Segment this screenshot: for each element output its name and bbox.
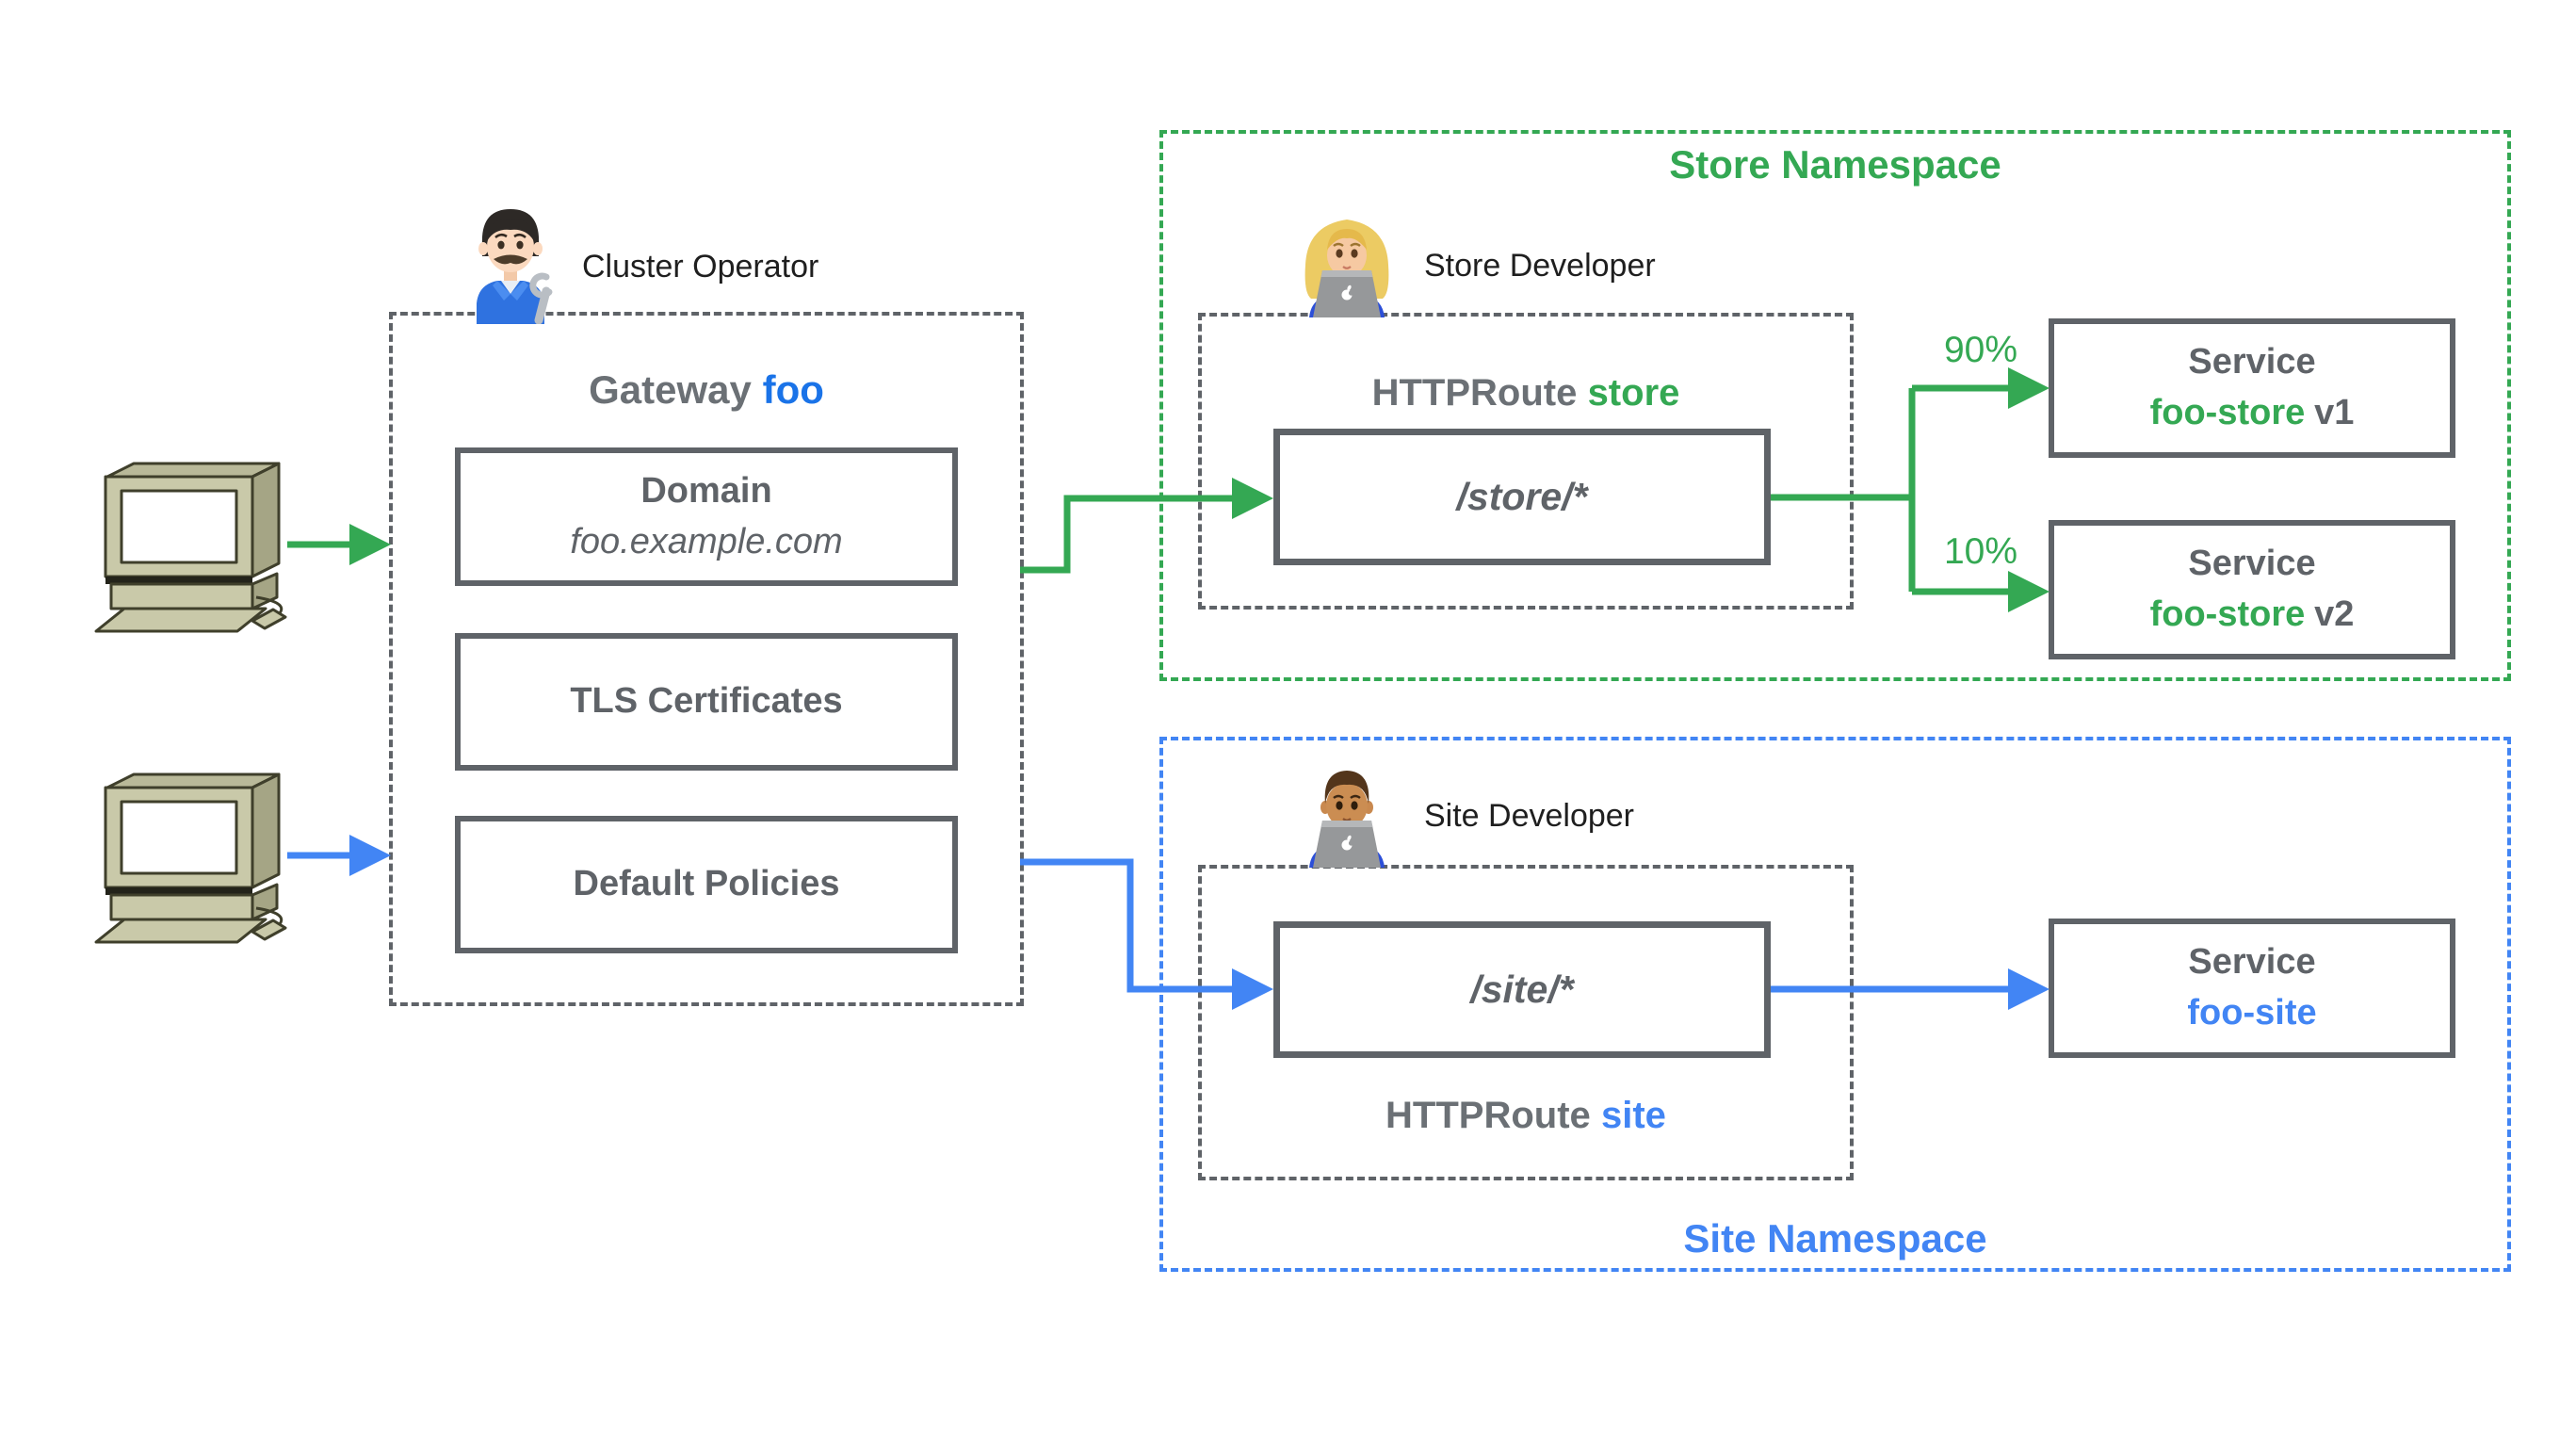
gateway-title-name: foo	[762, 367, 824, 412]
site-path-box: /site/*	[1273, 921, 1771, 1058]
man-mechanic-emoji	[477, 209, 553, 324]
httproute-store-title: HTTPRoute store	[1198, 367, 1854, 418]
httproute-store-prefix: HTTPRoute	[1371, 371, 1578, 414]
httproute-site-prefix: HTTPRoute	[1385, 1094, 1591, 1136]
service-kind: Service	[2188, 544, 2316, 584]
woman-technologist-emoji	[1304, 220, 1389, 317]
gateway-title-prefix: Gateway	[589, 367, 752, 412]
weight-10-label: 10%	[1943, 531, 2018, 572]
store-namespace-box	[1159, 130, 2511, 681]
weight-90-label: 90%	[1943, 330, 2018, 370]
arrow-client-to-gateway-blue	[287, 835, 391, 876]
service-version: v2	[2314, 594, 2355, 634]
default-policies-label: Default Policies	[573, 864, 840, 904]
domain-box-value: foo.example.com	[570, 521, 843, 561]
gateway-group-box	[389, 312, 1024, 1006]
tls-certificates-box: TLS Certificates	[455, 633, 958, 771]
gateway-title: Gateway foo	[389, 364, 1024, 416]
service-kind: Service	[2188, 942, 2316, 983]
service-name: foo-store	[2149, 393, 2306, 432]
tls-certificates-label: TLS Certificates	[570, 681, 843, 722]
man-technologist-emoji	[1309, 771, 1385, 868]
desktop-computer-icon	[94, 772, 287, 944]
site-namespace-label: Site Namespace	[1683, 1216, 1987, 1260]
service-name: foo-store	[2149, 594, 2306, 634]
site-developer-label: Site Developer	[1424, 797, 1635, 834]
domain-box: Domain foo.example.com	[455, 447, 958, 586]
service-name: foo-site	[2187, 993, 2317, 1033]
desktop-computer-icon	[94, 462, 287, 633]
arrow-client-to-gateway-green	[287, 524, 391, 565]
domain-box-title: Domain	[640, 470, 772, 511]
site-namespace-box	[1159, 737, 2511, 1272]
httproute-store-name: store	[1587, 371, 1680, 414]
httproute-site-title: HTTPRoute site	[1198, 1090, 1854, 1141]
store-namespace-label: Store Namespace	[1669, 142, 2001, 187]
service-version: v1	[2314, 393, 2355, 432]
cluster-operator-label: Cluster Operator	[582, 248, 819, 285]
store-developer-label: Store Developer	[1424, 247, 1656, 284]
httproute-site-name: site	[1601, 1094, 1666, 1136]
service-kind: Service	[2188, 342, 2316, 382]
service-foo-site-box: Service foo-site	[2049, 919, 2455, 1058]
store-path-box: /store/*	[1273, 429, 1771, 565]
default-policies-box: Default Policies	[455, 816, 958, 953]
httproute-site-box	[1198, 865, 1854, 1180]
